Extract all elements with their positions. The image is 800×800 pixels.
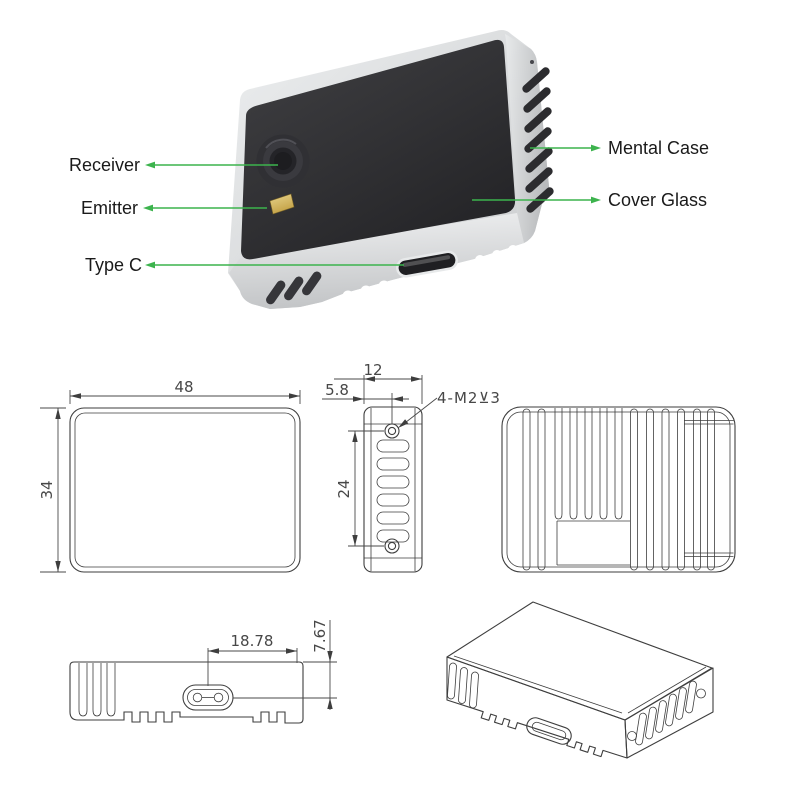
- iso-type-c-port: [526, 717, 572, 745]
- bottom-view-comb-slots: [78, 663, 116, 717]
- bottom-view-type-c: [182, 684, 234, 711]
- emitter-chip: [269, 193, 295, 215]
- side-vent-fins: [522, 60, 554, 213]
- label-type-c: Type C: [84, 255, 142, 275]
- drawing-side-view: 12 5.8 24 4-M2⊻3: [322, 361, 501, 573]
- dim-port-offset: 18.78: [231, 632, 274, 650]
- top-view-short-slots: [554, 408, 623, 520]
- type-c-arrowhead-icon: [145, 261, 155, 269]
- device-photo: [228, 30, 554, 309]
- top-view-full-fins: [522, 408, 715, 571]
- dim-side-hole-span: 24: [335, 479, 353, 498]
- receiver-lens: [256, 134, 310, 188]
- iso-front-face: [446, 656, 628, 759]
- cover-glass-arrowhead-icon: [591, 196, 601, 204]
- iso-screw-hole: [627, 731, 637, 741]
- bottom-view-outline: [69, 661, 304, 724]
- side-view-vent-slots: [376, 439, 410, 543]
- iso-top-face: [446, 601, 713, 721]
- label-receiver: Receiver: [68, 155, 140, 175]
- cover-glass-face: [241, 39, 516, 260]
- iso-right-face: [624, 667, 714, 759]
- dim-side-hole-offset: 5.8: [325, 381, 349, 399]
- dim-side-width: 12: [363, 361, 382, 379]
- case-right-side: [505, 34, 550, 243]
- bottom-teeth-notches: [342, 245, 518, 302]
- callout-arrows: [143, 144, 601, 269]
- mental-case-arrowhead-icon: [591, 144, 601, 152]
- dim-front-height: 34: [38, 480, 56, 499]
- receiver-arrowhead-icon: [145, 161, 155, 169]
- label-mental-case: Mental Case: [608, 138, 710, 158]
- dim-thread-note: 4-M2⊻3: [437, 389, 501, 407]
- iso-left-slots: [447, 662, 479, 709]
- drawing-front-view: 48 34: [38, 378, 301, 573]
- drawing-top-view: [501, 406, 736, 573]
- bottom-heatsink-slats: [266, 271, 322, 305]
- case-bottom-side: [229, 213, 524, 309]
- iso-right-slots: [635, 680, 697, 746]
- drawing-bottom-view: 18.78 7.67: [69, 619, 337, 724]
- drawing-isometric-view: [446, 601, 714, 759]
- label-emitter: Emitter: [80, 198, 138, 218]
- iso-screw-hole: [696, 688, 706, 699]
- label-cover-glass: Cover Glass: [608, 190, 708, 210]
- screw-holes: [384, 423, 400, 554]
- dim-case-height: 7.67: [311, 619, 329, 652]
- dim-front-width: 48: [174, 378, 193, 396]
- emitter-arrowhead-icon: [143, 204, 153, 212]
- type-c-port: [396, 250, 458, 278]
